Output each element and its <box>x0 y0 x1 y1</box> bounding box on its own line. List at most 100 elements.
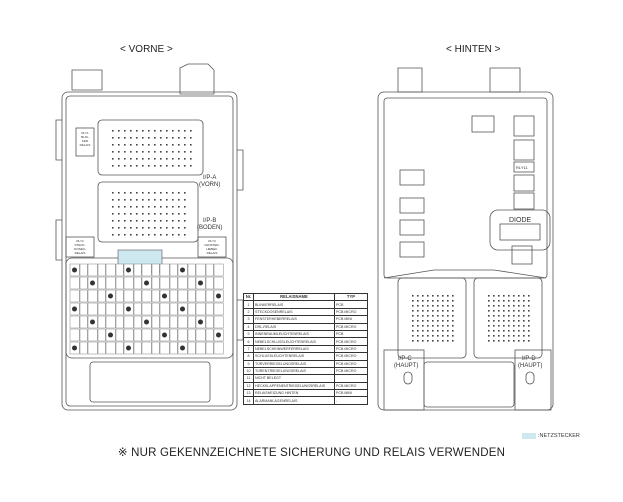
connector-pin <box>417 295 419 297</box>
fuse-slot <box>133 315 142 329</box>
connector-pin <box>118 227 120 229</box>
connector-pin <box>118 213 120 215</box>
fuse-symbol-icon <box>108 293 113 299</box>
connector-pin <box>178 213 180 215</box>
connector-pin <box>432 310 434 312</box>
connector-pin <box>437 295 439 297</box>
relay-name: RELAISHEIZUNG HINTEN <box>253 389 335 398</box>
ipa-sub-label: (VORN) <box>199 182 220 188</box>
connector-pin <box>184 234 186 236</box>
relay-number: 7 <box>243 344 254 354</box>
fuse-symbol-icon <box>126 345 131 351</box>
connector-pin <box>493 335 495 337</box>
connector-pin <box>130 220 132 222</box>
connector-pin <box>124 158 126 160</box>
fuse-slot <box>187 276 196 290</box>
connector-pin <box>124 227 126 229</box>
connector-pin <box>172 199 174 201</box>
connector-pin <box>172 137 174 139</box>
connector-pin <box>452 320 454 322</box>
fuse-slot <box>205 302 214 316</box>
connector-pin <box>447 330 449 332</box>
connector-pin <box>160 151 162 153</box>
connector-pin <box>508 330 510 332</box>
connector-pin <box>166 144 168 146</box>
fuse-icon-cell <box>123 289 134 303</box>
connector-pin <box>518 305 520 307</box>
fuse-icon-cell <box>213 263 224 277</box>
connector-pin <box>432 315 434 317</box>
relay-type: PCB <box>334 300 368 309</box>
fuse-slot <box>133 341 142 355</box>
connector-pin <box>160 199 162 201</box>
fuse-slot <box>115 302 124 316</box>
connector-pin <box>136 137 138 139</box>
connector-pin <box>154 220 156 222</box>
connector-pin <box>432 325 434 327</box>
connector-pin <box>488 310 490 312</box>
connector-pin <box>422 300 424 302</box>
fuse-icon-cell <box>213 302 224 316</box>
connector-pin <box>452 330 454 332</box>
connector-pin <box>412 300 414 302</box>
fuse-slot <box>187 263 196 277</box>
connector-pin <box>142 151 144 153</box>
connector-pin <box>437 330 439 332</box>
connector-pin <box>528 320 530 322</box>
connector-pin <box>508 320 510 322</box>
relay-type: PCB MICRO <box>334 381 368 391</box>
fuse-icon-cell <box>213 315 224 329</box>
connector-pin <box>160 158 162 160</box>
rly1-label: KER <box>82 139 89 143</box>
connector-pin <box>503 310 505 312</box>
connector-pin <box>148 199 150 201</box>
fuse-icon-cell <box>105 315 116 329</box>
connector-pin <box>112 165 114 167</box>
connector-pin <box>130 137 132 139</box>
connector-pin <box>437 320 439 322</box>
connector-pin <box>508 305 510 307</box>
fuse-slot <box>187 289 196 303</box>
fuse-slot <box>187 328 196 342</box>
relay-number: 1 <box>243 300 254 309</box>
connector-pin <box>412 310 414 312</box>
fuse-icon-cell <box>69 315 80 329</box>
connector-pin <box>142 192 144 194</box>
connector-ipa <box>97 119 204 176</box>
connector-pin <box>190 144 192 146</box>
relay-name: FENSTERHEBERRELAIS <box>253 315 335 324</box>
relay-name: INNENRAUMLEUCHTENRELAIS <box>253 329 335 339</box>
connector-pin <box>442 315 444 317</box>
fuse-slot <box>169 315 178 329</box>
diode-label: DIODE <box>509 217 532 224</box>
fuse-slot <box>151 289 160 303</box>
connector-pin <box>523 335 525 337</box>
rly2-label: STECK- <box>74 243 85 247</box>
fuse-icon-cell <box>105 276 116 290</box>
connector-pin <box>417 330 419 332</box>
relay-name: TÜRENTRIEGELUNGSRELAIS <box>253 366 335 376</box>
connector-pin <box>160 234 162 236</box>
fuse-icon-cell <box>69 328 80 342</box>
connector-pin <box>427 315 429 317</box>
col-header-type: TYP <box>334 292 368 302</box>
connector-pin <box>172 144 174 146</box>
connector-pin <box>136 199 138 201</box>
connector-pin <box>417 315 419 317</box>
connector-pin <box>523 330 525 332</box>
connector-pin <box>422 295 424 297</box>
connector-pin <box>130 227 132 229</box>
fuse-slot <box>133 289 142 303</box>
connector-pin <box>130 234 132 236</box>
connector-pin <box>148 213 150 215</box>
connector-pin <box>142 227 144 229</box>
connector-pin <box>503 295 505 297</box>
connector-pin <box>172 151 174 153</box>
fuse-slot <box>97 289 106 303</box>
connector-pin <box>118 158 120 160</box>
connector-pin <box>118 144 120 146</box>
relay-type: PCB MINI <box>334 389 368 398</box>
